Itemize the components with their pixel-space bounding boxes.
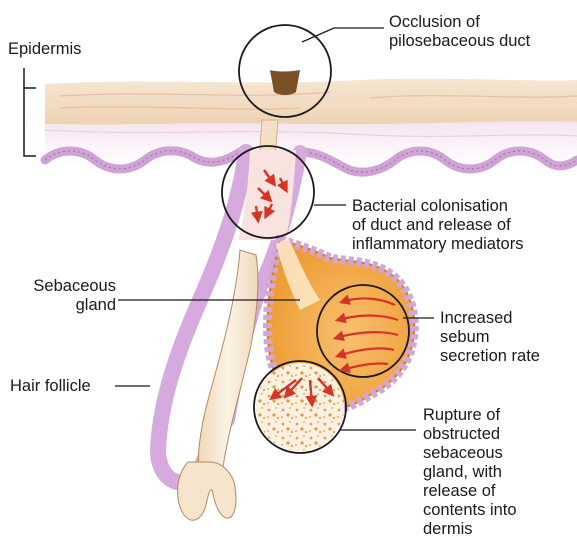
hair-bulb [178,462,236,520]
label-hair-follicle: Hair follicle [10,377,91,396]
label-occlusion: Occlusion of pilosebaceous duct [389,13,530,51]
epidermis-layer [45,79,577,125]
label-epidermis: Epidermis [8,40,81,59]
label-rupture: Rupture of obstructed sebaceous gland, w… [423,406,517,539]
label-sebaceous-gland: Sebaceous gland [12,277,116,315]
label-bacterial-colonisation: Bacterial colonisation of duct and relea… [352,197,523,254]
epidermis-bracket [24,88,36,156]
label-increased-secretion: Increased sebum secretion rate [440,309,540,366]
comedone-plug [270,70,300,95]
